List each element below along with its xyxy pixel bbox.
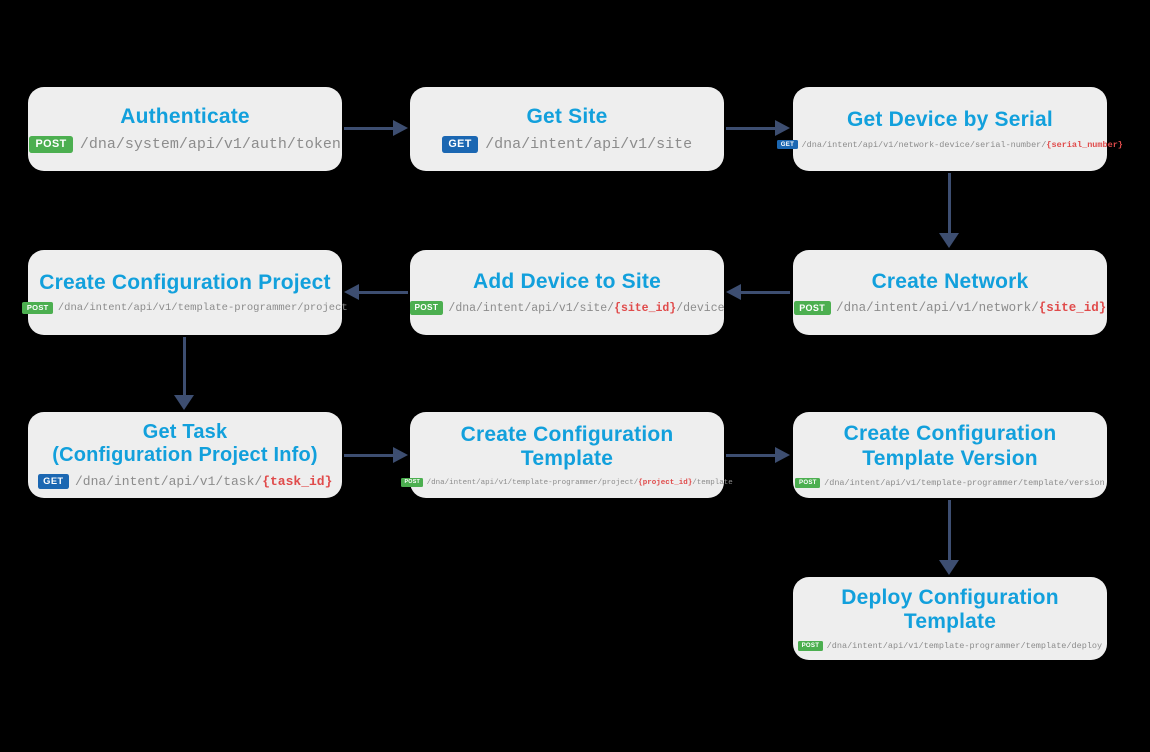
endpoint: POST /dna/intent/api/v1/site/{site_id}/d…: [409, 301, 725, 315]
path-segment: /dna/intent/api/v1/template-programmer/t…: [824, 477, 1105, 488]
method-badge-get: GET: [441, 135, 479, 154]
api-path: /dna/intent/api/v1/template-programmer/p…: [427, 479, 733, 487]
node-add-device-to-site: Add Device to Site POST /dna/intent/api/…: [409, 250, 725, 335]
api-path: /dna/intent/api/v1/task/{task_id}: [75, 474, 332, 489]
node-get-site: Get Site GET /dna/intent/api/v1/site: [410, 87, 724, 171]
method-badge-post: POST: [29, 135, 74, 154]
node-title: Deploy Configuration Template: [841, 585, 1059, 633]
path-param: {serial_number}: [1046, 139, 1123, 150]
node-title: Get Device by Serial: [847, 108, 1053, 132]
path-segment: /dna/intent/api/v1/network-device/serial…: [801, 139, 1047, 150]
arrow-get-device-to-create-network: [939, 173, 959, 248]
node-title: Get Task (Configuration Project Info): [52, 421, 318, 466]
path-segment: /dna/intent/api/v1/site/: [448, 301, 615, 315]
arrow-create-project-to-get-task: [174, 337, 194, 410]
node-deploy-configuration-template: Deploy Configuration Template POST /dna/…: [793, 577, 1107, 660]
method-badge-post: POST: [793, 300, 831, 316]
api-path: /dna/intent/api/v1/template-programmer/p…: [58, 302, 348, 314]
method-badge-post: POST: [22, 302, 54, 315]
endpoint: GET /dna/intent/api/v1/site: [441, 135, 692, 154]
path-param: {site_id}: [1038, 301, 1107, 316]
node-create-network: Create Network POST /dna/intent/api/v1/n…: [793, 250, 1107, 335]
path-param: {task_id}: [262, 474, 333, 489]
path-segment: /dna/intent/api/v1/template-programmer/p…: [57, 302, 348, 315]
path-segment: /template: [692, 478, 733, 487]
api-path: /dna/intent/api/v1/site: [485, 136, 692, 153]
path-segment: /dna/intent/api/v1/template-programmer/t…: [826, 641, 1103, 652]
node-title: Authenticate: [120, 104, 250, 128]
endpoint: POST /dna/intent/api/v1/template-program…: [401, 478, 733, 487]
method-badge-post: POST: [409, 301, 444, 315]
path-segment: /device: [676, 301, 725, 315]
path-param: {site_id}: [614, 301, 677, 315]
node-create-configuration-template: Create Configuration Template POST /dna/…: [401, 412, 733, 498]
node-create-configuration-template-version: Create Configuration Template Version PO…: [793, 412, 1107, 498]
api-path: /dna/intent/api/v1/network-device/serial…: [802, 140, 1123, 150]
path-segment: /dna/intent/api/v1/network/: [836, 301, 1039, 316]
node-title: Create Configuration Template Version: [843, 422, 1057, 470]
path-param: {project_id}: [638, 478, 693, 487]
method-badge-get: GET: [777, 139, 798, 150]
node-create-configuration-project: Create Configuration Project POST /dna/i…: [22, 250, 348, 335]
endpoint: POST /dna/intent/api/v1/template-program…: [22, 302, 348, 315]
node-get-task: Get Task (Configuration Project Info) GE…: [28, 412, 342, 498]
arrow-get-site-to-get-device: [726, 120, 790, 136]
node-get-device-by-serial: Get Device by Serial GET /dna/intent/api…: [777, 87, 1123, 171]
endpoint: POST /dna/system/api/v1/auth/token: [29, 135, 341, 154]
arrow-create-network-to-add-device: [726, 284, 790, 300]
api-path: /dna/intent/api/v1/site/{site_id}/device: [448, 302, 724, 315]
arrow-authenticate-to-get-site: [344, 120, 408, 136]
node-title: Create Network: [871, 269, 1029, 293]
method-badge-post: POST: [795, 477, 821, 488]
node-title: Create Configuration Project: [39, 270, 331, 294]
arrow-create-template-to-template-version: [726, 447, 790, 463]
endpoint: POST /dna/intent/api/v1/template-program…: [797, 641, 1102, 652]
path-segment: /dna/intent/api/v1/site: [485, 136, 693, 154]
arrow-template-version-to-deploy: [939, 500, 959, 575]
api-path: /dna/intent/api/v1/template-programmer/t…: [824, 478, 1105, 488]
endpoint: GET /dna/intent/api/v1/task/{task_id}: [37, 474, 332, 489]
method-badge-get: GET: [37, 474, 70, 489]
node-authenticate: Authenticate POST /dna/system/api/v1/aut…: [28, 87, 342, 171]
path-segment: /dna/system/api/v1/auth/token: [79, 136, 341, 154]
node-title: Get Site: [526, 104, 608, 128]
api-path: /dna/system/api/v1/auth/token: [80, 136, 341, 153]
api-path: /dna/intent/api/v1/template-programmer/t…: [827, 641, 1102, 651]
endpoint: POST /dna/intent/api/v1/network/{site_id…: [793, 300, 1106, 316]
endpoint: GET /dna/intent/api/v1/network-device/se…: [777, 140, 1123, 150]
endpoint: POST /dna/intent/api/v1/template-program…: [795, 477, 1105, 488]
node-title: Create Configuration Template: [460, 423, 674, 471]
method-badge-post: POST: [797, 641, 823, 652]
api-path: /dna/intent/api/v1/network/{site_id}: [836, 301, 1106, 315]
path-segment: /dna/intent/api/v1/task/: [74, 474, 263, 489]
arrow-add-device-to-create-project: [344, 284, 408, 300]
node-title: Add Device to Site: [473, 270, 661, 294]
path-segment: /dna/intent/api/v1/template-programmer/p…: [426, 478, 639, 487]
method-badge-post: POST: [401, 478, 424, 487]
arrow-get-task-to-create-template: [344, 447, 408, 463]
